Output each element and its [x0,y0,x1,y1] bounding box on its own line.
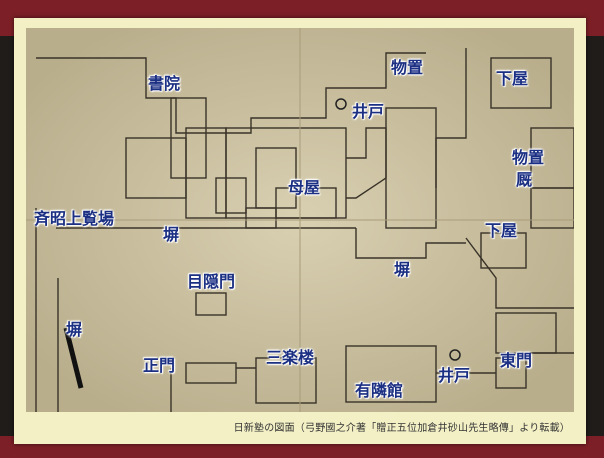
label-ido-bottom: 井戸 [438,366,471,385]
label-hei-bottom-left: 塀 [66,320,83,339]
label-yurinkan: 有隣館 [355,381,404,400]
label-saisho-jorankjo: 斉昭上覧場 [34,209,115,228]
label-hei-left: 塀 [163,225,180,244]
label-hisashi: 厩 [516,170,533,189]
figure-caption: 日新塾の図面（弓野國之介著「贈正五位加倉井砂山先生略傳」より転載） [233,423,570,434]
label-seimon: 正門 [143,356,176,375]
label-omoya: 母屋 [288,178,321,197]
label-sanrakuro: 三楽楼 [266,348,315,367]
label-shimoya-top: 下屋 [496,69,529,88]
label-hei-center: 塀 [394,260,411,279]
label-shoin: 書院 [148,74,181,93]
label-monooki-right: 物置 [512,148,545,167]
label-monooki-top: 物置 [391,58,424,77]
label-shimoya-right: 下屋 [485,221,518,240]
label-ido-top: 井戸 [352,102,385,121]
label-tomon: 東門 [500,351,533,370]
label-mekakushimon: 目隠門 [187,272,236,291]
historic-floor-plan [26,28,574,412]
plan-drawing [26,28,574,412]
